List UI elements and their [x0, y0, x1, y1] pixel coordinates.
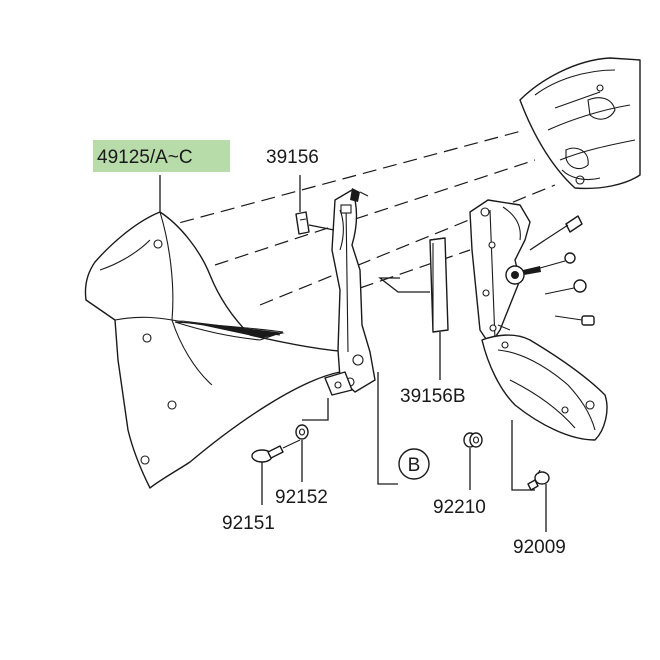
grommet-92210-part	[463, 432, 483, 448]
label-grommet[interactable]: 92210	[433, 497, 486, 518]
callout-label: B	[408, 455, 421, 476]
screw-4	[554, 315, 595, 326]
bolt-92009-part	[527, 469, 550, 491]
label-bolt-left[interactable]: 92151	[222, 513, 275, 534]
label-washer-left[interactable]: 92152	[275, 487, 328, 508]
clip-piece	[295, 211, 310, 235]
side-cowl-part[interactable]	[84, 211, 353, 489]
screw-2	[523, 252, 576, 275]
frame-assembly	[519, 57, 641, 190]
washer-92152-part	[295, 424, 309, 440]
right-screws	[523, 215, 595, 326]
lower-cover-part[interactable]	[481, 334, 608, 441]
label-bracket[interactable]: 39156	[266, 147, 319, 168]
highlight-box	[93, 140, 230, 172]
label-pad[interactable]: 39156B	[400, 386, 466, 407]
label-bolt-right[interactable]: 92009	[513, 537, 566, 558]
bolt-92151-part	[251, 439, 301, 463]
pad-part[interactable]	[429, 237, 449, 333]
label-cowl[interactable]: 49125/A~C	[97, 147, 193, 168]
mounting-bracket-part[interactable]	[324, 188, 376, 396]
callout-circle[interactable]	[398, 448, 430, 480]
leader-lines	[159, 175, 547, 532]
screw-3	[544, 279, 587, 295]
right-bracket-part[interactable]	[469, 199, 531, 346]
labels: 49125/A~C 39156 39156B 92151 92152 92210…	[93, 140, 566, 558]
screw-1	[529, 215, 583, 251]
